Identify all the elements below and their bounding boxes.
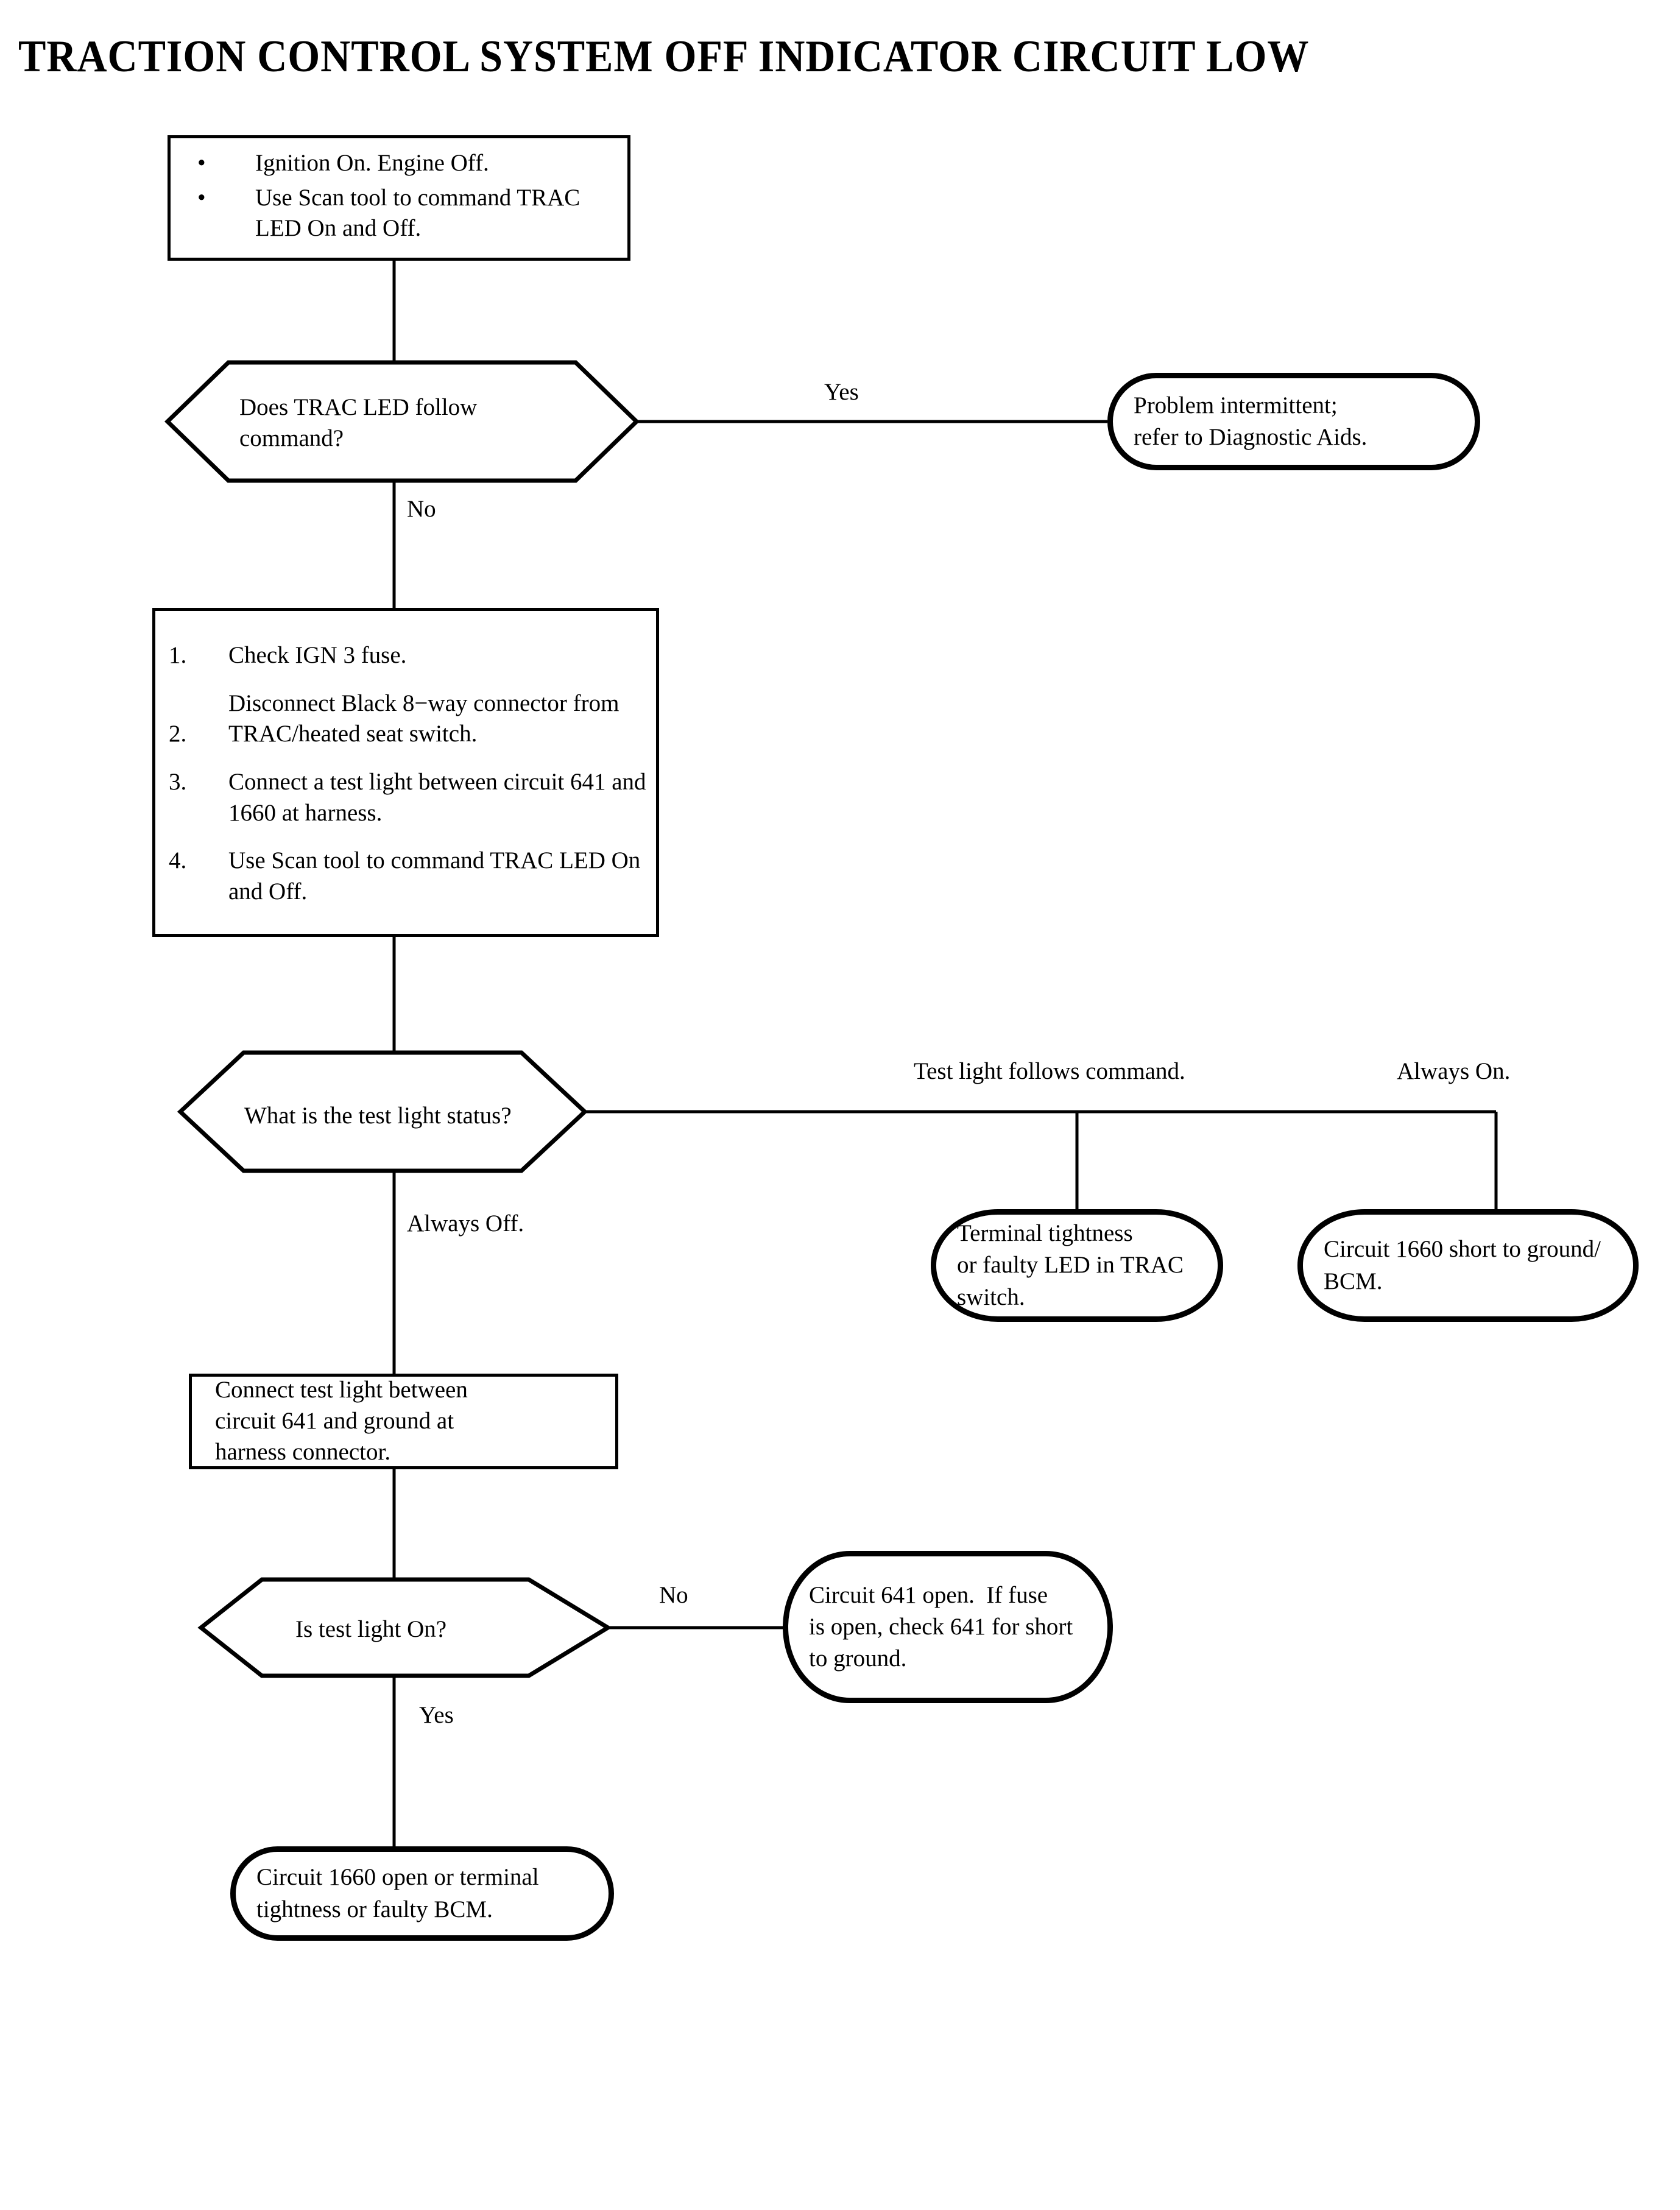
step-number: 2. — [169, 720, 187, 747]
step-number: 4. — [169, 847, 187, 874]
step-row: 1. Check IGN 3 fuse. — [169, 640, 652, 671]
setup-instructions-box: • Ignition On. Engine Off. • Use Scan to… — [168, 135, 630, 261]
setup-item-text: Ignition On. Engine Off. — [255, 149, 489, 176]
terminal-circuit-1660-open-text: Circuit 1660 open or terminal tightness … — [256, 1864, 539, 1922]
step-text: Use Scan tool to command TRAC LED On and… — [228, 847, 641, 905]
page-title: TRACTION CONTROL SYSTEM OFF INDICATOR CI… — [18, 32, 1310, 82]
connect-test-light-641-ground-box: Connect test light between circuit 641 a… — [189, 1374, 618, 1469]
edge-label-yes-1660-open: Yes — [419, 1702, 454, 1728]
decision-does-trac-led-follow-command: Does TRAC LED follow command? — [168, 362, 637, 481]
edge-label-no-to-steps: No — [407, 496, 436, 522]
terminal-terminal-tightness-or-faulty-led: Terminal tightness or faulty LED in TRAC… — [931, 1209, 1223, 1322]
connect-test-light-641-ground-text: Connect test light between circuit 641 a… — [215, 1377, 468, 1465]
bullet-glyph: • — [197, 149, 206, 176]
terminal-circuit-641-open-text: Circuit 641 open. If fuse is open, check… — [809, 1581, 1073, 1672]
step-number: 1. — [169, 642, 187, 668]
decision3-label: Is test light On? — [295, 1616, 447, 1642]
decision1-label: Does TRAC LED follow command? — [239, 394, 478, 452]
terminal-circuit-1660-short-text: Circuit 1660 short to ground/ BCM. — [1324, 1236, 1601, 1294]
terminal-problem-intermittent: Problem intermittent; refer to Diagnosti… — [1107, 373, 1480, 470]
step-row: 2. Disconnect Black 8−way connector from… — [169, 688, 652, 750]
step-text: Disconnect Black 8−way connector from TR… — [228, 690, 619, 747]
terminal-circuit-641-open: Circuit 641 open. If fuse is open, check… — [783, 1551, 1113, 1703]
decision-what-is-test-light-status: What is the test light status? — [180, 1053, 585, 1171]
terminal-circuit-1660-open: Circuit 1660 open or terminal tightness … — [230, 1846, 614, 1941]
setup-item-text: Use Scan tool to command TRAC LED On and… — [255, 184, 581, 242]
step-text: Check IGN 3 fuse. — [228, 642, 407, 668]
decision2-label: What is the test light status? — [244, 1103, 512, 1129]
edge-label-always-off: Always Off. — [407, 1210, 524, 1237]
step-row: 4. Use Scan tool to command TRAC LED On … — [169, 846, 652, 907]
edge-label-always-on: Always On. — [1397, 1058, 1511, 1084]
terminal-problem-intermittent-text: Problem intermittent; refer to Diagnosti… — [1134, 392, 1368, 450]
edge-label-no-641-open: No — [659, 1582, 688, 1608]
diagnostic-steps-box: 1. Check IGN 3 fuse. 2. Disconnect Black… — [152, 608, 659, 937]
list-item: • Use Scan tool to command TRAC LED On a… — [186, 183, 612, 244]
step-row: 3. Connect a test light between circuit … — [169, 767, 652, 828]
decision-is-test-light-on: Is test light On? — [201, 1580, 608, 1676]
terminal-terminal-tightness-text: Terminal tightness or faulty LED in TRAC… — [957, 1220, 1184, 1310]
edge-label-test-light-follows-command: Test light follows command. — [914, 1058, 1185, 1084]
terminal-circuit-1660-short-to-ground: Circuit 1660 short to ground/ BCM. — [1297, 1209, 1639, 1322]
edge-label-yes-intermittent: Yes — [824, 379, 859, 405]
step-text: Connect a test light between circuit 641… — [228, 769, 646, 826]
step-number: 3. — [169, 769, 187, 796]
list-item: • Ignition On. Engine Off. — [186, 148, 612, 179]
bullet-glyph: • — [197, 184, 206, 211]
